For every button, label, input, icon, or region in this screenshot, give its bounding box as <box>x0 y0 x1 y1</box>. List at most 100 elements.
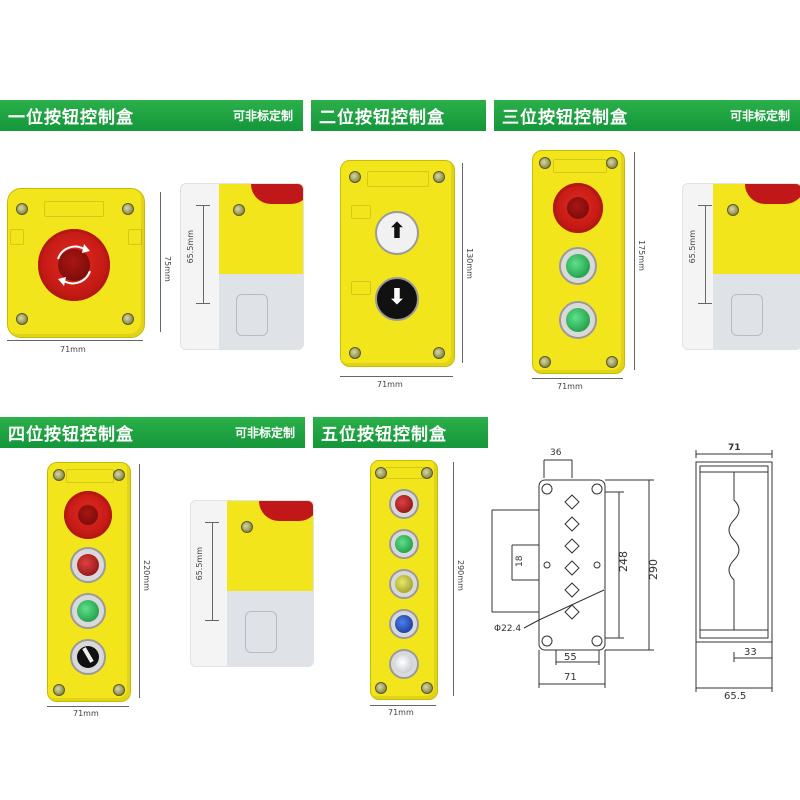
dim-width-71: 71mm <box>388 708 414 717</box>
side-view-photo <box>682 183 800 350</box>
screw-icon <box>375 682 387 694</box>
screw-icon <box>122 313 134 325</box>
screw-icon <box>53 469 65 481</box>
screw-icon <box>433 347 445 359</box>
dim-width-71: 71mm <box>557 382 583 391</box>
dim-line <box>139 464 140 698</box>
banner-tag: 可非标定制 <box>232 109 293 123</box>
label-plate <box>367 171 429 187</box>
side-view-photo <box>180 183 304 350</box>
dim-height-175: 175mm <box>637 240 646 271</box>
dim-height-130: 130mm <box>465 248 474 279</box>
dim-33: 33 <box>744 647 757 658</box>
dim-line <box>370 705 436 706</box>
label-plate <box>385 467 425 479</box>
screw-icon <box>16 313 28 325</box>
dim-290: 290 <box>647 559 660 580</box>
green-button-1[interactable] <box>559 247 597 285</box>
dim-line <box>462 163 463 363</box>
screw-icon <box>606 157 618 169</box>
screw-icon <box>375 467 387 479</box>
screw-icon <box>53 684 65 696</box>
emergency-stop-button[interactable] <box>64 491 112 539</box>
dim-36: 36 <box>550 448 562 458</box>
front-technical-drawing: 36 18 248 290 Φ22.4 55 71 <box>491 448 660 688</box>
side-rib <box>128 229 142 245</box>
screw-icon <box>539 356 551 368</box>
green-button[interactable] <box>70 593 106 629</box>
banner-title: 三位按钮控制盒 <box>502 108 628 128</box>
dim-line <box>212 522 213 620</box>
screw-icon <box>421 467 433 479</box>
dim-line <box>340 376 453 377</box>
screw-icon <box>433 171 445 183</box>
dim-width-71: 71mm <box>60 345 86 354</box>
banner-two-position: 二位按钮控制盒 <box>311 100 486 131</box>
up-arrow-icon: ⬆ <box>387 219 407 244</box>
rotate-arrow-icon <box>57 244 91 286</box>
white-indicator[interactable] <box>389 649 419 679</box>
dim-65-5: 65.5mm <box>186 230 195 264</box>
dim-71-side: 71 <box>728 443 741 453</box>
green-indicator[interactable] <box>389 529 419 559</box>
dim-248: 248 <box>617 551 630 572</box>
dim-line <box>453 462 454 696</box>
dim-line <box>634 152 635 370</box>
dim-65-5: 65.5mm <box>688 230 697 264</box>
emergency-stop-button[interactable] <box>553 183 603 233</box>
dim-line <box>47 706 129 707</box>
red-indicator[interactable] <box>70 547 106 583</box>
banner-title: 五位按钮控制盒 <box>321 425 447 445</box>
banner-tag: 可非标定制 <box>234 426 295 440</box>
banner-tag: 可非标定制 <box>729 109 790 123</box>
label-plate <box>553 159 607 173</box>
side-rib <box>10 229 24 245</box>
screw-icon <box>349 171 361 183</box>
dim-71: 71 <box>564 672 577 683</box>
dim-line <box>532 378 623 379</box>
yellow-indicator[interactable] <box>389 569 419 599</box>
screw-icon <box>16 203 28 215</box>
up-button[interactable]: ⬆ <box>375 211 419 255</box>
label-plate <box>44 201 104 217</box>
screw-icon <box>421 682 433 694</box>
five-position-control-box <box>370 460 438 700</box>
blue-indicator[interactable] <box>389 609 419 639</box>
screw-icon <box>233 204 245 216</box>
banner-one-position: 一位按钮控制盒 可非标定制 <box>0 100 303 131</box>
screw-icon <box>113 469 125 481</box>
dim-line <box>160 192 161 332</box>
dim-line <box>203 205 204 303</box>
banner-title: 一位按钮控制盒 <box>8 108 134 128</box>
four-position-control-box <box>47 462 131 702</box>
banner-four-position: 四位按钮控制盒 可非标定制 <box>0 417 305 448</box>
dim-height-220: 220mm <box>142 560 151 591</box>
dim-65-5-side: 65.5 <box>724 691 746 700</box>
side-view-photo <box>190 500 314 667</box>
screw-icon <box>113 684 125 696</box>
down-button[interactable]: ⬇ <box>375 277 419 321</box>
emergency-stop-button[interactable] <box>38 229 110 301</box>
screw-icon <box>349 347 361 359</box>
red-indicator[interactable] <box>389 489 419 519</box>
banner-three-position: 三位按钮控制盒 可非标定制 <box>494 100 800 131</box>
green-button-2[interactable] <box>559 301 597 339</box>
side-technical-drawing: 71 33 65.5 <box>695 443 773 700</box>
screw-icon <box>539 157 551 169</box>
screw-icon <box>122 203 134 215</box>
one-position-control-box <box>7 188 145 338</box>
dim-line <box>7 340 143 341</box>
dim-phi-22-4: Φ22.4 <box>494 624 521 634</box>
dim-18: 18 <box>515 555 525 567</box>
selector-switch[interactable] <box>70 639 106 675</box>
dim-line <box>705 205 706 303</box>
dim-height-75: 75mm <box>163 256 172 282</box>
banner-title: 四位按钮控制盒 <box>8 425 134 445</box>
banner-title: 二位按钮控制盒 <box>319 108 445 128</box>
dim-55: 55 <box>564 652 577 663</box>
estop-cap <box>58 249 90 281</box>
two-position-control-box: ⬆ ⬇ <box>340 160 455 367</box>
dim-width-71: 71mm <box>377 380 403 389</box>
dim-height-290: 290mm <box>456 560 465 591</box>
three-position-control-box <box>532 150 625 374</box>
